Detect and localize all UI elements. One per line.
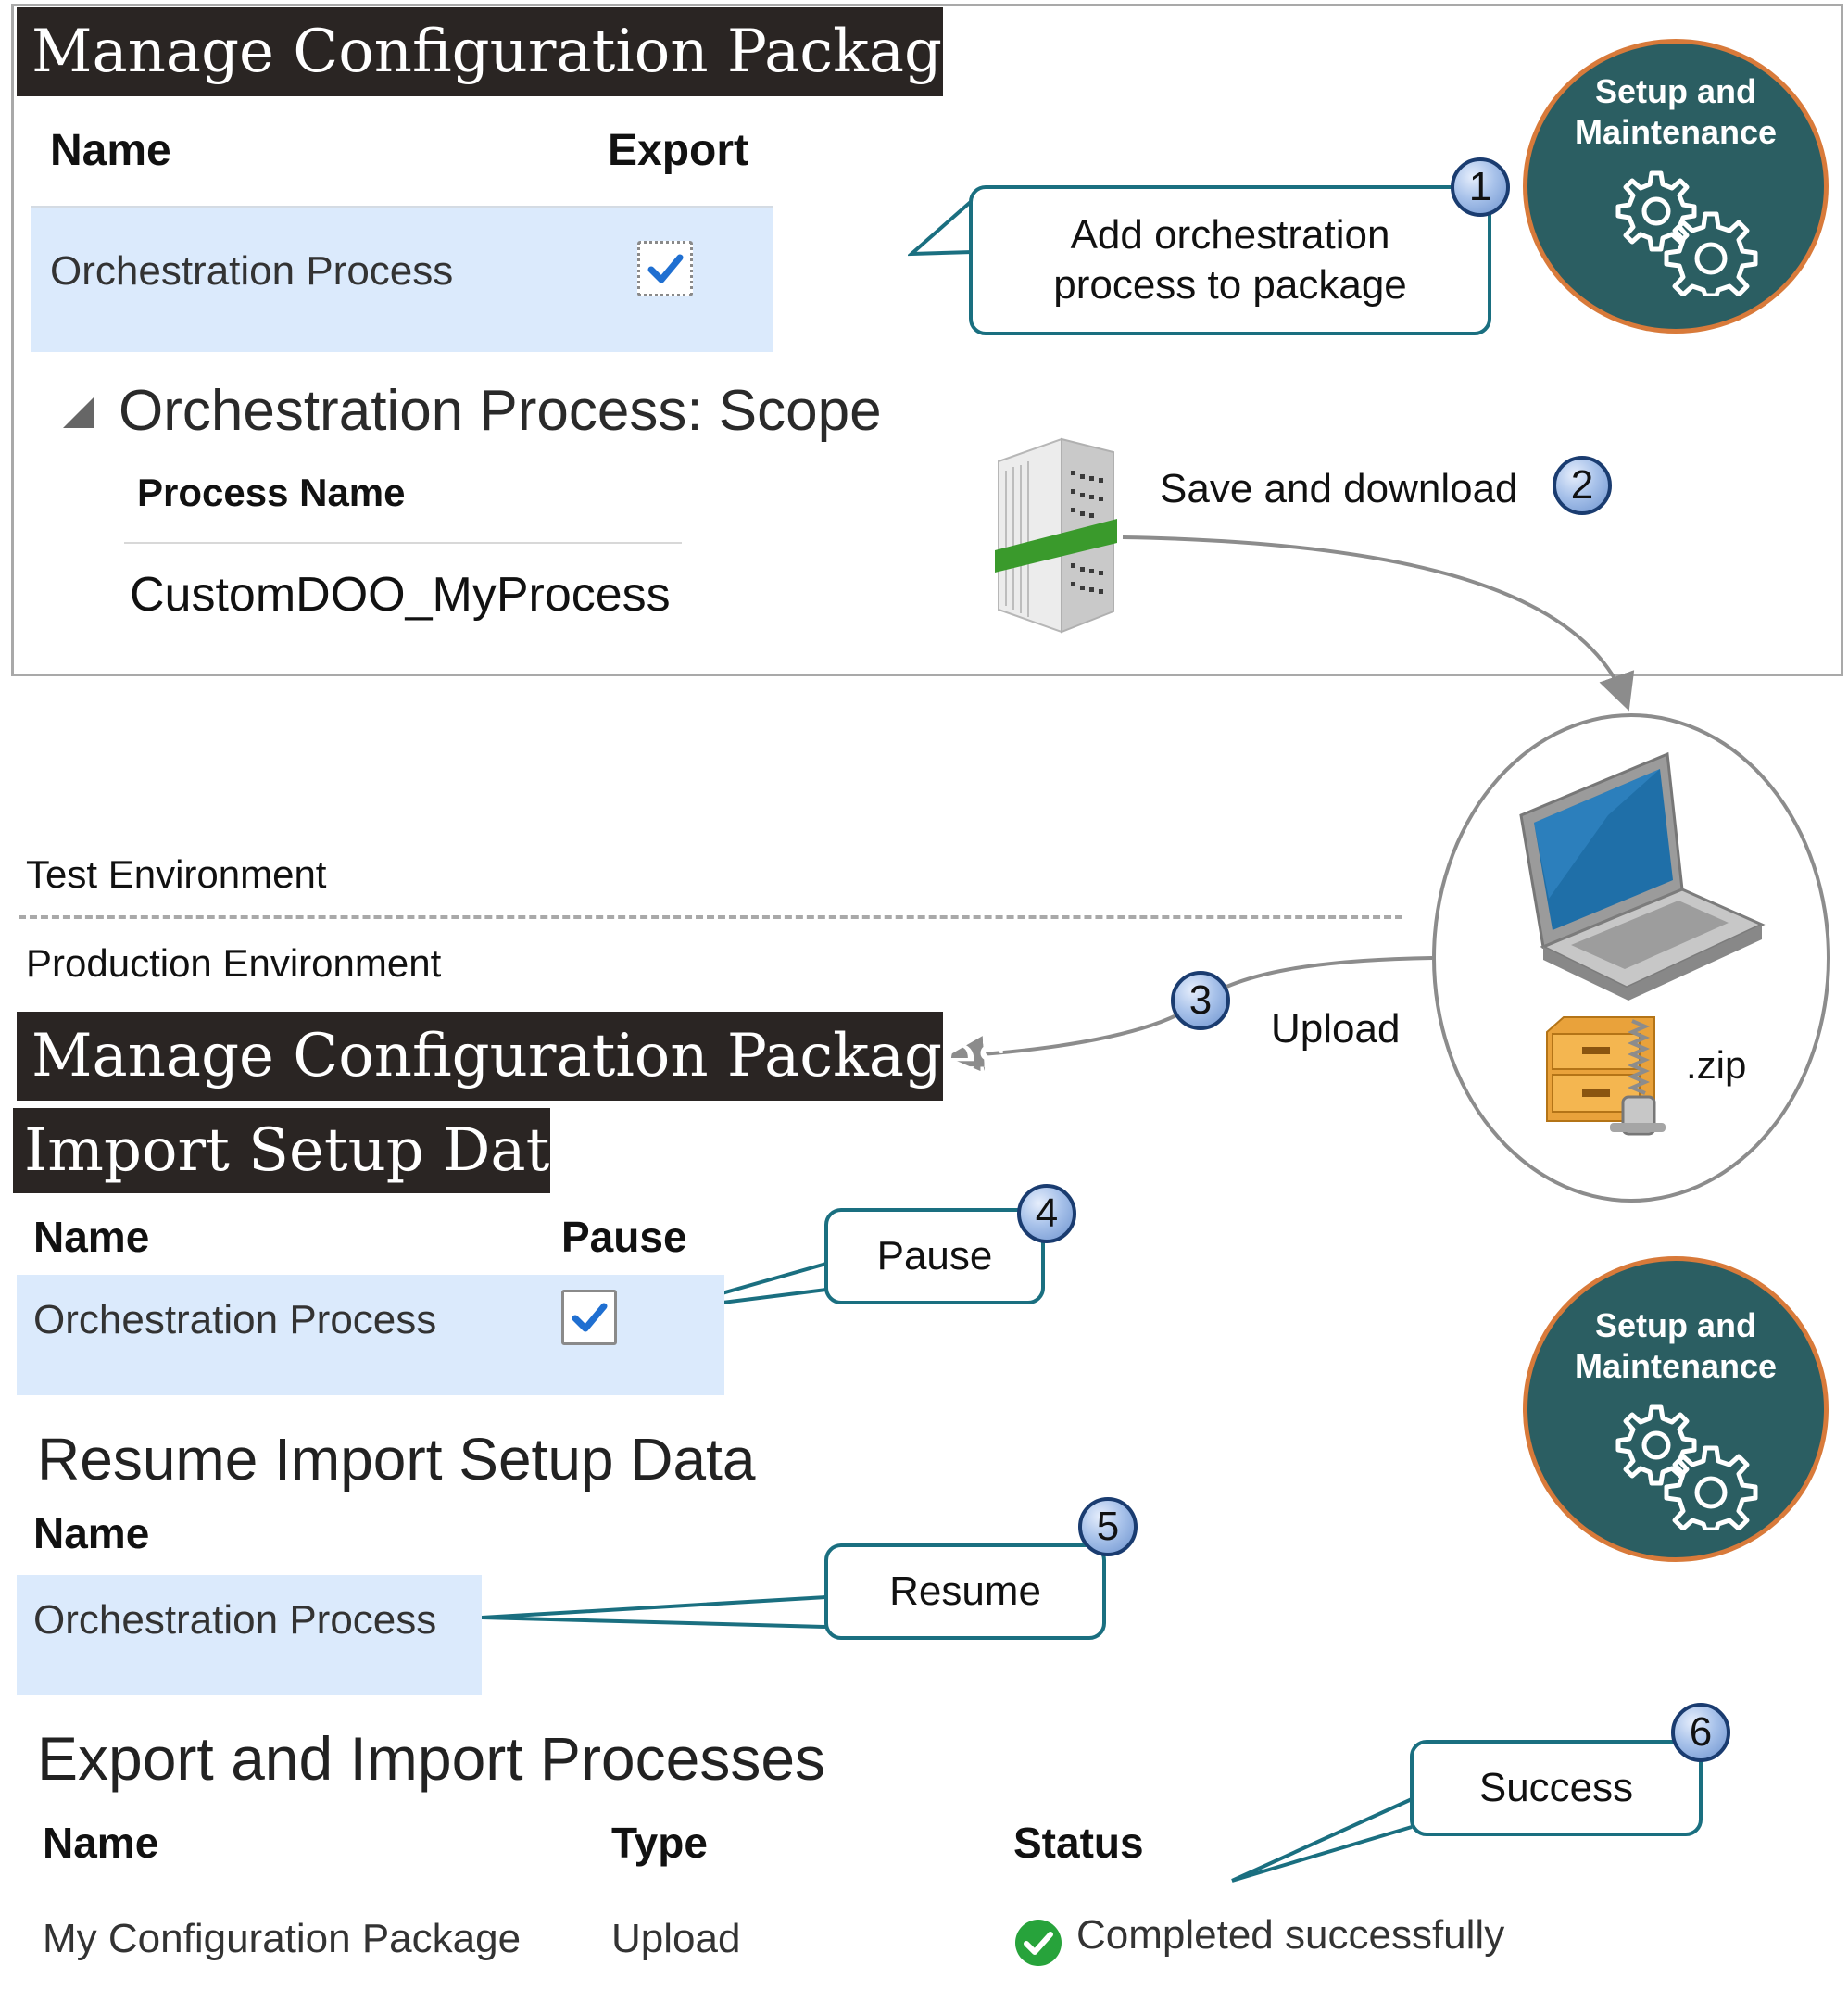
callout-text-line2: process to package [1053, 262, 1407, 308]
step-badge-2: 2 [1553, 456, 1612, 515]
setup-maintenance-tile-top[interactable]: Setup and Maintenance [1523, 39, 1829, 334]
step-badge-5: 5 [1078, 1497, 1138, 1556]
zip-extension-label: .zip [1686, 1043, 1747, 1087]
import-column-header-name: Name [33, 1213, 150, 1261]
resume-row-name: Orchestration Process [33, 1597, 437, 1643]
environment-divider [19, 915, 1402, 919]
resume-section-title: Resume Import Setup Data [37, 1426, 756, 1492]
table-divider [31, 206, 773, 208]
processes-section-title: Export and Import Processes [37, 1724, 826, 1793]
processes-column-header-type: Type [611, 1819, 708, 1867]
package-server-icon [995, 437, 1117, 634]
import-column-header-pause: Pause [561, 1213, 687, 1261]
scope-divider [124, 542, 682, 544]
checkmark-icon [647, 254, 684, 283]
resume-column-header-name: Name [33, 1509, 150, 1557]
zip-file-icon [1546, 1016, 1666, 1136]
test-environment-label: Test Environment [26, 852, 327, 896]
import-setup-data-title: Import Setup Data [13, 1108, 585, 1193]
local-computer-oval: .zip [1432, 713, 1830, 1203]
step-badge-1: 1 [1451, 157, 1510, 217]
success-check-icon [1015, 1920, 1062, 1966]
processes-column-header-name: Name [43, 1819, 159, 1867]
step-badge-3: 3 [1171, 971, 1230, 1030]
callout-pointer-step1 [908, 198, 974, 257]
setup-maintenance-tile-bottom[interactable]: Setup and Maintenance [1523, 1256, 1829, 1562]
callout-pause: Pause [824, 1208, 1045, 1304]
column-header-name: Name [50, 126, 171, 175]
gears-icon [1615, 1404, 1758, 1530]
pause-checkbox[interactable] [561, 1290, 617, 1345]
setup-label-line1: Setup and [1594, 1306, 1756, 1344]
laptop-icon [1519, 751, 1766, 1001]
process-row-name[interactable]: My Configuration Package [43, 1916, 522, 1961]
process-row-status: Completed successfully [1076, 1912, 1505, 1958]
step-badge-6: 6 [1671, 1703, 1730, 1762]
process-row-type: Upload [611, 1916, 741, 1961]
checkmark-icon [572, 1303, 608, 1332]
setup-label-line2: Maintenance [1574, 1347, 1778, 1385]
process-name-value: CustomDOO_MyProcess [130, 568, 671, 622]
production-title-manage-configuration-packages: Manage Configuration Packages [17, 1012, 1008, 1101]
processes-column-header-status: Status [1013, 1819, 1144, 1867]
gears-icon [1615, 170, 1758, 296]
import-row-name: Orchestration Process [33, 1297, 437, 1342]
callout-resume: Resume [824, 1543, 1106, 1640]
callout-text-line1: Add orchestration [1070, 212, 1390, 258]
column-header-export: Export [608, 126, 749, 175]
callout-success: Success [1410, 1740, 1703, 1836]
page-title-manage-configuration-packages: Manage Configuration Packages [17, 7, 1008, 96]
export-checkbox[interactable] [637, 241, 693, 296]
test-environment-panel [11, 4, 1843, 676]
step3-label: Upload [1271, 1006, 1401, 1052]
row-name: Orchestration Process [50, 248, 454, 294]
import-row-orchestration-process[interactable]: Orchestration Process [17, 1275, 724, 1395]
setup-label-line2: Maintenance [1574, 113, 1778, 151]
production-environment-label: Production Environment [26, 941, 442, 985]
scope-section-title: Orchestration Process: Scope [119, 379, 882, 443]
column-header-process-name: Process Name [137, 471, 406, 514]
collapse-triangle-icon[interactable] [59, 393, 96, 430]
step-badge-4: 4 [1017, 1184, 1076, 1243]
resume-row-orchestration-process[interactable]: Orchestration Process [17, 1575, 482, 1695]
setup-label-line1: Setup and [1594, 72, 1756, 110]
table-row-orchestration-process[interactable]: Orchestration Process [31, 208, 773, 352]
step2-label: Save and download [1160, 466, 1518, 511]
